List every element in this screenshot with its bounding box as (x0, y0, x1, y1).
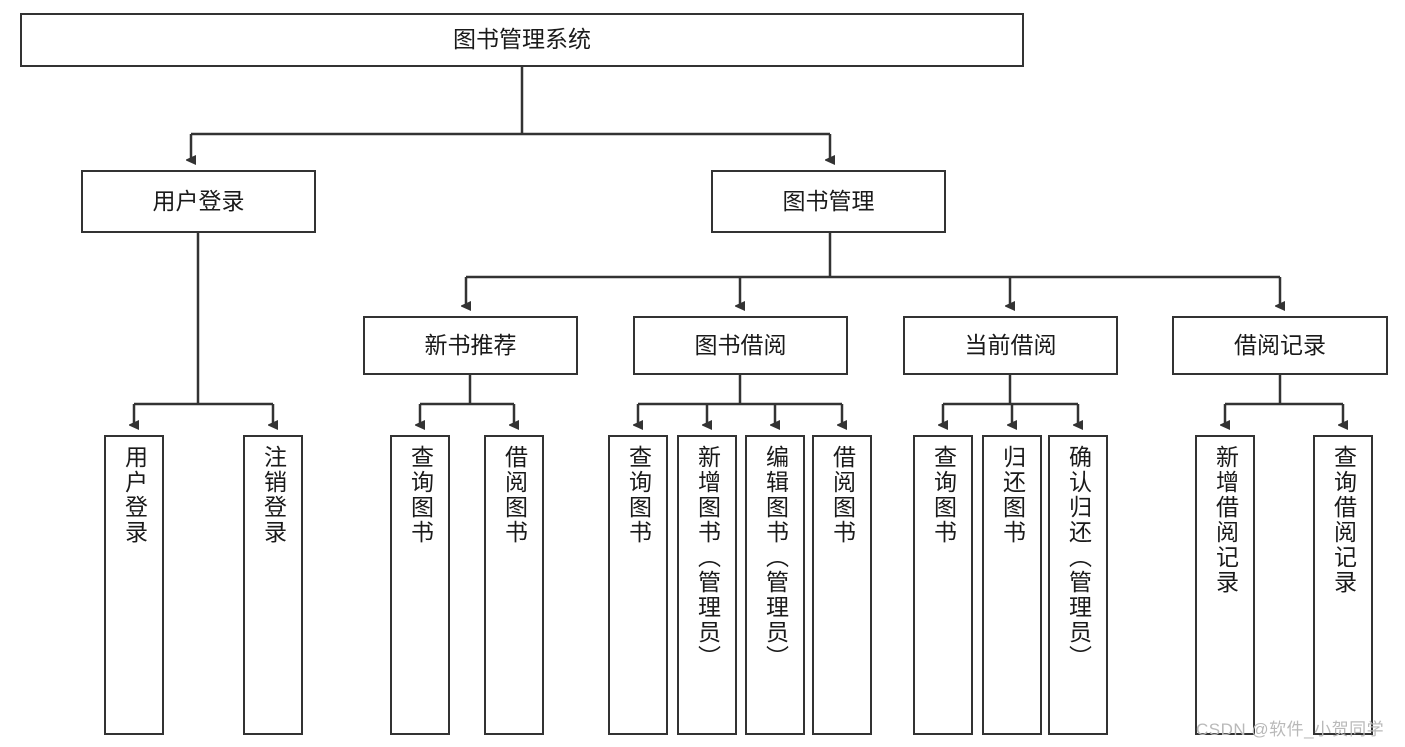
node-label: 注销登录 (260, 445, 287, 545)
leaf-borrow-book-recommend[interactable]: 借阅图书 (484, 435, 544, 735)
leaf-confirm-return[interactable]: 确认归还（管理员） (1048, 435, 1108, 735)
node-label: 归还图书 (999, 445, 1026, 545)
leaf-query-borrow-record[interactable]: 查询借阅记录 (1313, 435, 1373, 735)
node-label: 查询借阅记录 (1330, 445, 1357, 595)
node-label: 图书管理系统 (453, 26, 591, 53)
node-label: 图书借阅 (694, 331, 787, 358)
node-label: 查询图书 (407, 445, 434, 545)
node-label: 新增借阅记录 (1212, 445, 1239, 595)
node-new-book-recommend[interactable]: 新书推荐 (363, 316, 578, 375)
leaf-query-book-current[interactable]: 查询图书 (913, 435, 973, 735)
leaf-user-logout[interactable]: 注销登录 (243, 435, 303, 735)
node-label: 新书推荐 (424, 331, 517, 358)
node-label: 当前借阅 (964, 331, 1057, 358)
node-label: 图书管理 (782, 187, 875, 214)
node-book-borrow[interactable]: 图书借阅 (633, 316, 848, 375)
node-label: 借阅图书 (501, 445, 528, 545)
node-label: 借阅图书 (829, 445, 856, 545)
leaf-query-book-borrow[interactable]: 查询图书 (608, 435, 668, 735)
node-user-login[interactable]: 用户登录 (81, 170, 316, 233)
leaf-query-book-recommend[interactable]: 查询图书 (390, 435, 450, 735)
node-root-book-management-system[interactable]: 图书管理系统 (20, 13, 1024, 67)
leaf-edit-book[interactable]: 编辑图书（管理员） (745, 435, 805, 735)
leaf-add-borrow-record[interactable]: 新增借阅记录 (1195, 435, 1255, 735)
csdn-watermark: CSDN @软件_小贺同学 (1196, 720, 1385, 739)
node-label: 查询图书 (625, 445, 652, 545)
node-label: 新增图书（管理员） (694, 445, 721, 670)
node-label: 借阅记录 (1234, 331, 1326, 358)
leaf-user-login[interactable]: 用户登录 (104, 435, 164, 735)
node-label: 查询图书 (930, 445, 957, 545)
leaf-return-book[interactable]: 归还图书 (982, 435, 1042, 735)
node-book-management[interactable]: 图书管理 (711, 170, 946, 233)
node-current-borrow[interactable]: 当前借阅 (903, 316, 1118, 375)
node-label: 确认归还（管理员） (1065, 445, 1092, 670)
node-label: 编辑图书（管理员） (762, 445, 789, 670)
node-label: 用户登录 (152, 187, 245, 214)
leaf-borrow-book[interactable]: 借阅图书 (812, 435, 872, 735)
node-label: 用户登录 (121, 445, 148, 545)
leaf-add-book[interactable]: 新增图书（管理员） (677, 435, 737, 735)
node-borrow-record[interactable]: 借阅记录 (1172, 316, 1388, 375)
